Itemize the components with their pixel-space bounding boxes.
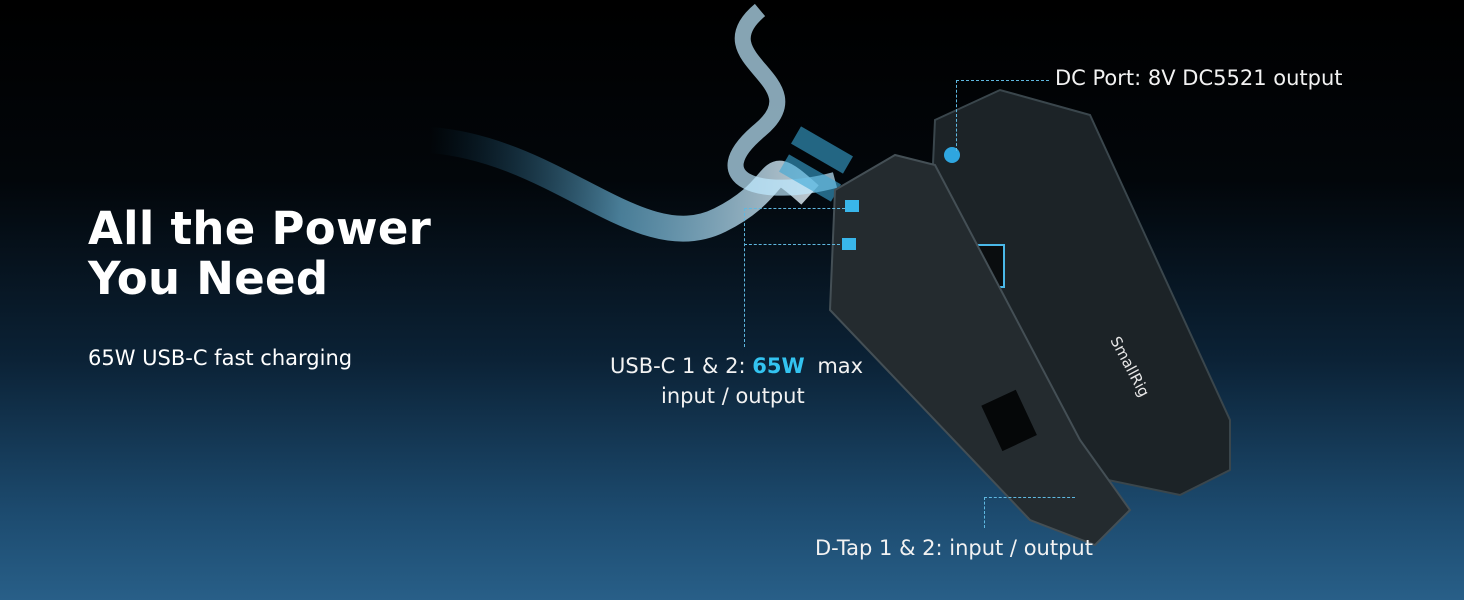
headline: All the Power You Need [88, 204, 431, 304]
usbc-wattage: 65W [752, 354, 805, 378]
dc-port-callout: DC Port: 8V DC5521 output [1055, 66, 1343, 90]
display-screen [981, 389, 1037, 452]
subheadline: 65W USB-C fast charging [88, 346, 353, 370]
cable-energy-icon [428, 3, 853, 242]
usbc-leader-line-2 [744, 244, 840, 245]
usbc-callout-line-2: input / output [661, 384, 805, 408]
usbc-callout: USB-C 1 & 2: 65W max [610, 354, 864, 378]
battery-front-unit [828, 153, 1132, 547]
usbc-port-icon [845, 200, 859, 212]
dtap-leader-line [984, 497, 1075, 528]
dtap-callout: D-Tap 1 & 2: input / output [815, 536, 1093, 560]
dc-port-icon [944, 147, 960, 163]
usbc-leader-line [744, 208, 845, 347]
headline-line-2: You Need [88, 252, 329, 305]
headline-line-1: All the Power [88, 202, 432, 255]
usbc-port-icon [842, 238, 856, 250]
dc-port-leader-line [956, 80, 1049, 151]
